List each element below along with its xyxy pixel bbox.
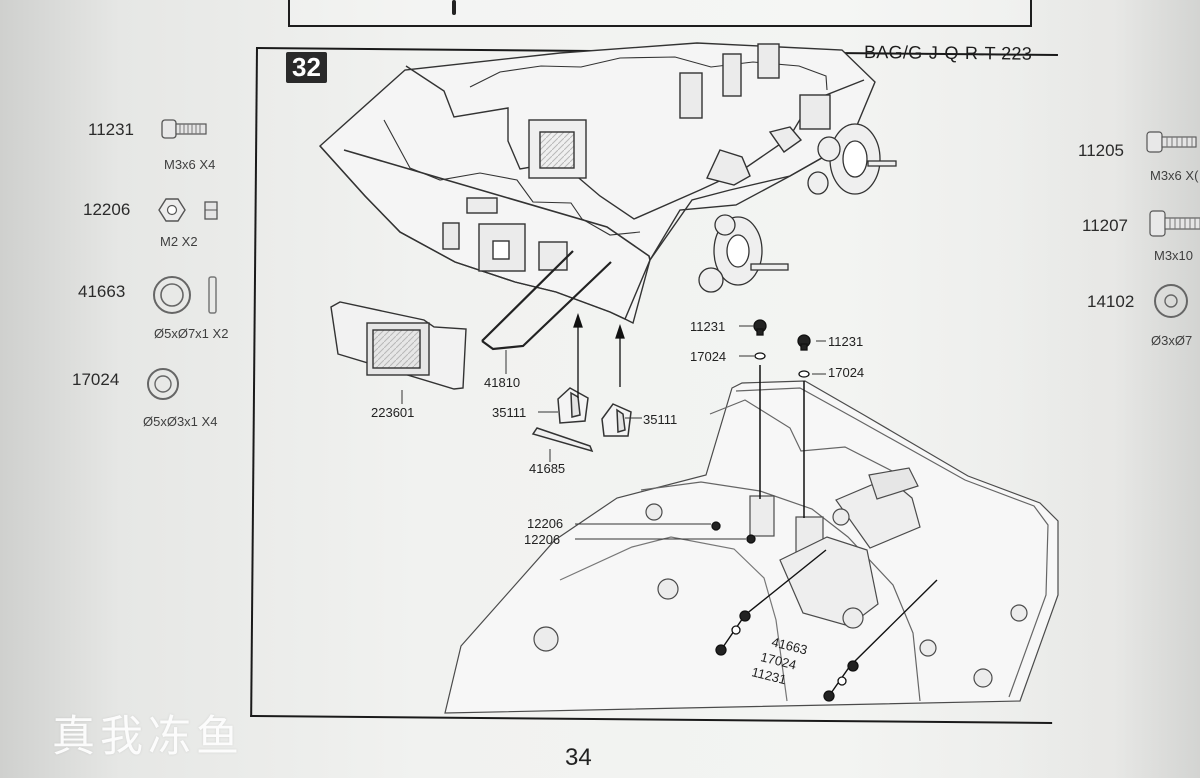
- skid-plate: [330, 301, 467, 390]
- callout-223601: 223601: [371, 405, 415, 420]
- fasteners: [573, 312, 938, 702]
- part-spec: Ø5xØ7x1 X2: [154, 326, 229, 341]
- part-spec: Ø3xØ7: [1151, 333, 1193, 348]
- screw-icon: [161, 119, 207, 139]
- washer-icon: [147, 368, 179, 400]
- lower-chassis-drawing: [444, 380, 1059, 714]
- washer-icon: [1154, 284, 1188, 318]
- callout-17024-right: 17024: [828, 365, 865, 380]
- part-spec: M3x10: [1154, 248, 1194, 263]
- callout-35111-left: 35111: [492, 405, 527, 420]
- part-spec: M3x6 X(: [1150, 168, 1199, 183]
- part-spec: M3x6 X4: [164, 157, 216, 172]
- mounting-blocks: [531, 387, 632, 453]
- part-code: 17024: [72, 370, 120, 389]
- leader-lines: [401, 325, 826, 540]
- part-code: 11205: [1078, 141, 1125, 160]
- upper-chassis-drawing: [319, 42, 876, 325]
- previous-step-frame: [288, 0, 1032, 27]
- part-code: 11207: [1082, 216, 1129, 235]
- nut-icon: [158, 198, 218, 222]
- part-code: 12206: [83, 200, 131, 219]
- callout-41810: 41810: [484, 375, 521, 390]
- screw-icon: [1149, 210, 1200, 237]
- part-code: 11231: [88, 120, 135, 139]
- callout-12206-bottom: 12206: [524, 532, 561, 547]
- part-spec: Ø5xØ3x1 X4: [143, 414, 218, 429]
- callout-12206-top: 12206: [527, 516, 564, 531]
- part-code: 14102: [1087, 292, 1135, 311]
- axle-hubs: [698, 123, 897, 293]
- handle-bar: [481, 250, 612, 351]
- washer-icon: [153, 276, 217, 314]
- step-number-badge: 32: [286, 52, 327, 83]
- page-number: 34: [565, 744, 592, 771]
- callout-41685: 41685: [529, 461, 566, 476]
- screw-detail-mark: [452, 0, 456, 15]
- screw-icon: [1146, 131, 1197, 153]
- callout-35111-right: 35111: [643, 412, 678, 427]
- callout-11231-left: 11231: [690, 319, 726, 334]
- callout-17024-left: 17024: [690, 349, 727, 364]
- part-spec: M2 X2: [160, 234, 198, 249]
- callout-11231-right: 11231: [828, 334, 864, 349]
- part-code: 41663: [78, 282, 126, 301]
- watermark: 真我冻鱼: [52, 712, 244, 762]
